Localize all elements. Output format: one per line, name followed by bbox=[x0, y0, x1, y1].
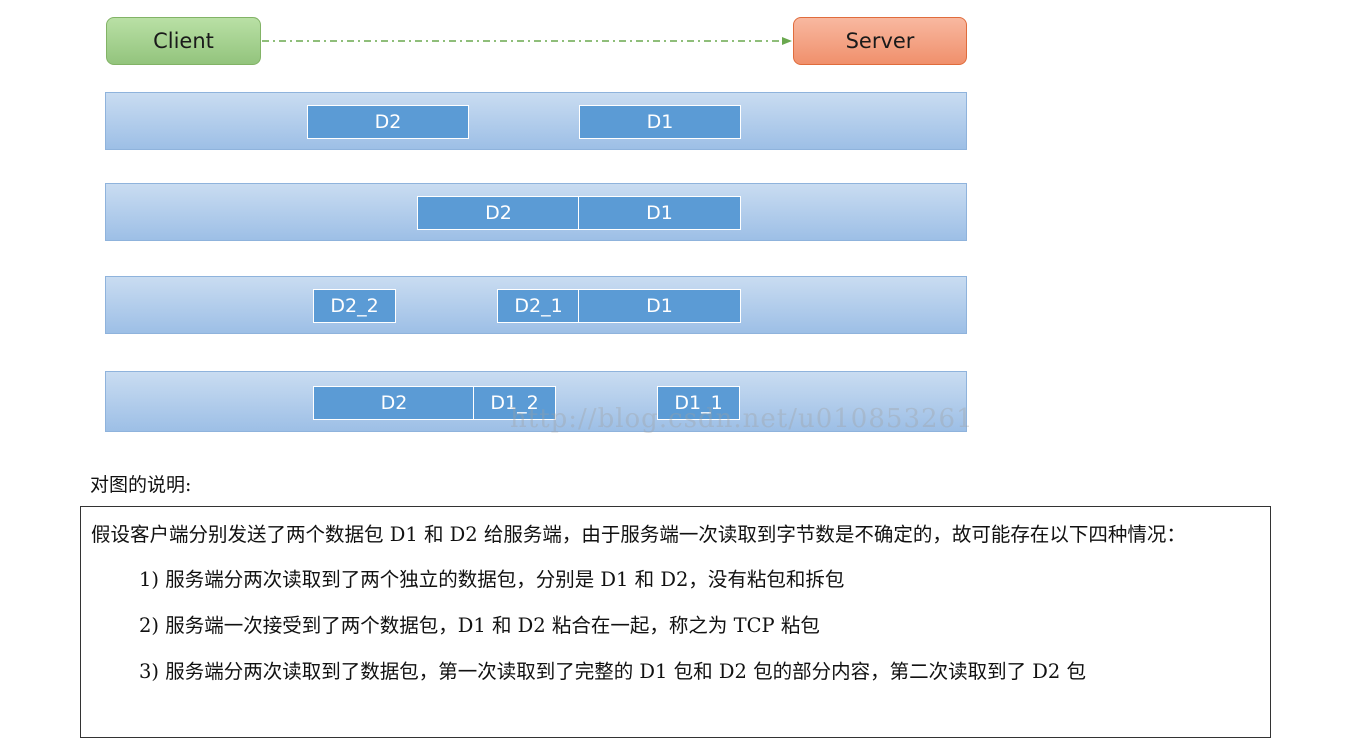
lane-case-2: D2 D1 bbox=[105, 183, 967, 241]
lane-case-1: D2 D1 bbox=[105, 92, 967, 150]
packet-d2: D2 bbox=[307, 105, 469, 139]
caption: 对图的说明: bbox=[90, 474, 192, 496]
watermark: http://blog.csdn.net/u010853261 bbox=[510, 404, 974, 434]
explanation-box: 假设客户端分别发送了两个数据包 D1 和 D2 给服务端，由于服务端一次读取到字… bbox=[80, 506, 1271, 738]
packet-d2: D2 bbox=[417, 196, 580, 230]
explanation-intro: 假设客户端分别发送了两个数据包 D1 和 D2 给服务端，由于服务端一次读取到字… bbox=[91, 523, 1186, 546]
connector-arrowhead bbox=[782, 37, 792, 45]
client-node: Client bbox=[106, 17, 261, 65]
packet-d1-2: D1_2 bbox=[473, 386, 556, 420]
packet-d2-2: D2_2 bbox=[313, 289, 396, 323]
explanation-item-1: 1) 服务端分两次读取到了两个独立的数据包，分别是 D1 和 D2，没有粘包和拆… bbox=[139, 568, 845, 591]
packet-d1-1: D1_1 bbox=[657, 386, 740, 420]
explanation-item-3: 3) 服务端分两次读取到了数据包，第一次读取到了完整的 D1 包和 D2 包的部… bbox=[139, 660, 1087, 683]
explanation-item-2: 2) 服务端一次接受到了两个数据包，D1 和 D2 粘合在一起，称之为 TCP … bbox=[139, 614, 820, 637]
packet-d2: D2 bbox=[313, 386, 475, 420]
packet-d1: D1 bbox=[579, 105, 741, 139]
packet-d1: D1 bbox=[578, 289, 741, 323]
packet-d2-1: D2_1 bbox=[497, 289, 580, 323]
client-server-connector bbox=[262, 37, 792, 45]
lane-case-4: D2 D1_2 D1_1 bbox=[105, 371, 967, 432]
server-node: Server bbox=[793, 17, 967, 65]
packet-d1: D1 bbox=[578, 196, 741, 230]
lane-case-3: D2_2 D2_1 D1 bbox=[105, 276, 967, 334]
